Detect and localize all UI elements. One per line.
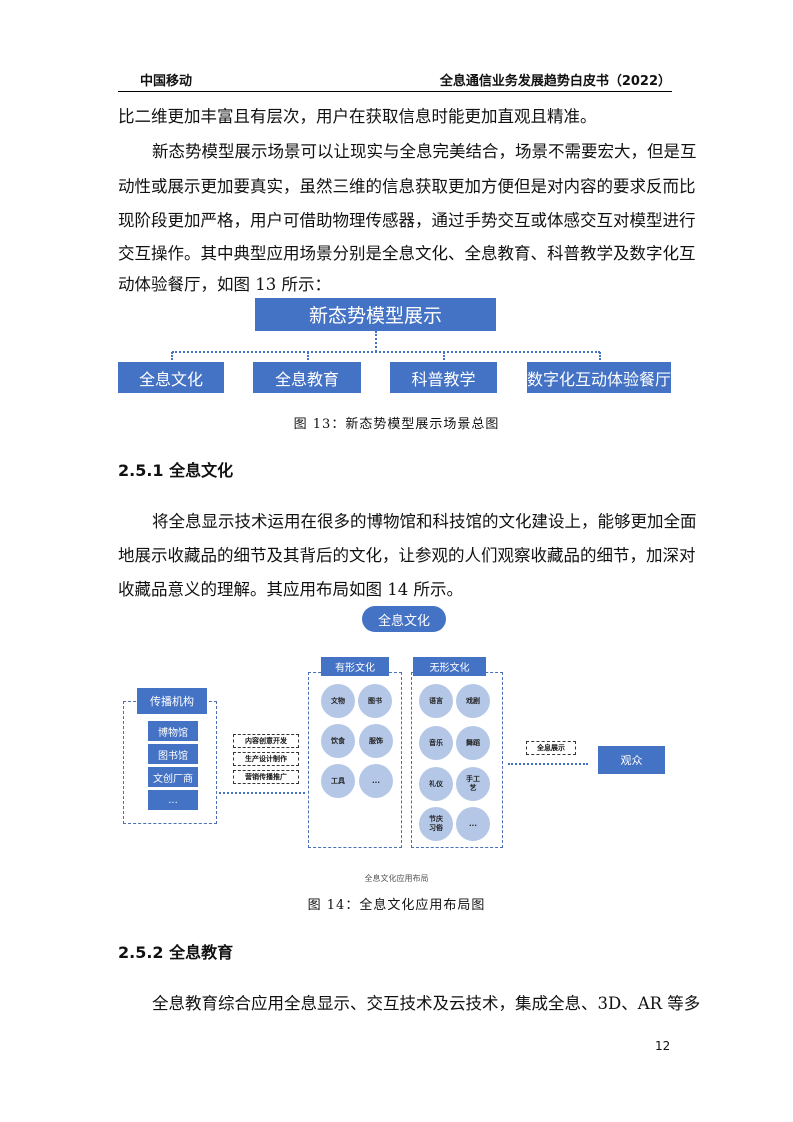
body-line: 全息教育综合应用全息显示、交互技术及云技术，集成全息、3D、AR 等多 [152, 994, 701, 1013]
process-tag: 生产设计制作 [233, 752, 299, 766]
tangible-item: 图书 [358, 684, 392, 718]
connector [172, 351, 600, 353]
display-tag: 全息展示 [526, 741, 576, 755]
intangible-item: 舞蹈 [456, 726, 490, 760]
inner-caption: 全息文化应用布局 [364, 874, 429, 883]
body-line: 将全息显示技术运用在很多的博物馆和科技馆的文化建设上，能够更加全面 [152, 512, 697, 531]
body-line: 动体验餐厅，如图 13 所示： [118, 275, 331, 294]
bidirectional-arrow [508, 763, 588, 765]
tangible-item: 饮食 [321, 724, 355, 758]
fig13-child: 数字化互动体验餐厅 [527, 362, 671, 393]
intangible-label: 无形文化 [413, 657, 486, 676]
section-heading: 2.5.1 全息文化 [118, 461, 234, 480]
page-number: 12 [655, 1039, 671, 1053]
body-line: 交互操作。其中典型应用场景分别是全息文化、全息教育、科普教学及数字化互 [118, 244, 696, 263]
fig13-root: 新态势模型展示 [255, 298, 496, 331]
intangible-item: 语言 [419, 684, 453, 718]
left-item: 文创厂商 [148, 767, 198, 787]
body-line: 动性或展示更加要真实，虽然三维的信息获取更加方便但是对内容的要求反而比 [118, 177, 696, 196]
audience-box: 观众 [598, 746, 665, 774]
left-item: 图书馆 [148, 744, 198, 764]
connector [443, 352, 445, 360]
tangible-label: 有形文化 [321, 657, 389, 676]
connector [599, 352, 601, 360]
figure-caption: 图 14：全息文化应用布局图 [307, 898, 486, 913]
process-tag: 内容创意开发 [233, 734, 299, 748]
header-org: 中国移动 [140, 74, 193, 89]
fig13-child: 全息文化 [118, 362, 224, 393]
connector [171, 352, 173, 360]
tangible-item: 工具 [321, 764, 355, 798]
body-line: 收藏品意义的理解。其应用布局如图 14 所示。 [118, 580, 463, 599]
header-rule [118, 91, 672, 92]
tangible-item: 服饰 [359, 724, 393, 758]
body-line: 地展示收藏品的细节及其背后的文化，让参观的人们观察收藏品的细节，加深对 [118, 546, 696, 565]
intangible-item: 手工艺 [456, 767, 490, 801]
left-item: 博物馆 [148, 721, 198, 741]
fig13-child: 全息教育 [253, 362, 361, 393]
body-line: 比二维更加丰富且有层次，用户在获取信息时能更加直观且精准。 [118, 107, 597, 126]
intangible-item: 礼仪 [419, 767, 453, 801]
intangible-item: 戏剧 [456, 684, 490, 718]
tangible-item: ... [359, 764, 393, 798]
figure-caption: 图 13：新态势模型展示场景总图 [293, 417, 500, 432]
left-item: ... [148, 790, 198, 810]
connector [375, 331, 377, 352]
body-line: 现阶段更加严格，用户可借助物理传感器，通过手势交互或体感交互对模型进行 [118, 211, 696, 230]
connector [307, 352, 309, 360]
bidirectional-arrow [219, 792, 305, 794]
tangible-item: 文物 [321, 684, 355, 718]
fig13-child: 科普教学 [390, 362, 497, 393]
intangible-item: 节庆习俗 [419, 807, 453, 841]
fig14-title: 全息文化 [362, 606, 446, 632]
intangible-item: ... [456, 807, 490, 841]
intangible-item: 音乐 [419, 726, 453, 760]
body-line: 新态势模型展示场景可以让现实与全息完美结合，场景不需要宏大，但是互 [152, 142, 697, 161]
left-label: 传播机构 [137, 688, 207, 714]
header-title: 全息通信业务发展趋势白皮书（2022） [439, 74, 671, 89]
process-tag: 营销传播推广 [233, 770, 299, 784]
section-heading: 2.5.2 全息教育 [118, 943, 234, 962]
